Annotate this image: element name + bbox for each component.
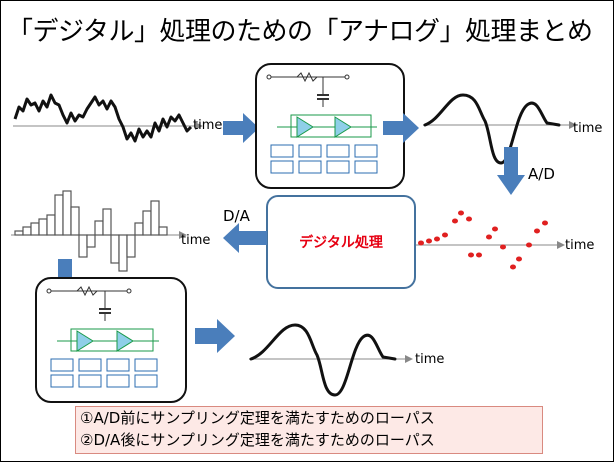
slide-title: 「デジタル」処理のための「アナログ」処理まとめ (7, 17, 593, 47)
summary-note-line-2: ②D/A後にサンプリング定理を満たすためのローパス (80, 431, 435, 449)
axis-label-time-5: time (415, 352, 445, 367)
lowpass-circuit-bottom (35, 277, 187, 403)
reconstructed-analog-signal (249, 323, 413, 397)
axis-label-time-2: time (573, 121, 603, 136)
da-conversion-label: D/A (223, 207, 250, 225)
ad-conversion-label: A/D (528, 165, 555, 183)
axis-label-time-3: time (565, 238, 595, 253)
filtered-analog-signal (423, 93, 577, 165)
noisy-analog-signal (13, 93, 203, 143)
digital-processing-box: デジタル処理 (266, 195, 416, 289)
lowpass-circuit-top (255, 63, 405, 189)
arrow-right-icon-3 (195, 319, 235, 353)
arrow-right-icon (223, 113, 259, 143)
axis-label-time: time (193, 118, 223, 133)
sampled-signal-dots (415, 210, 565, 270)
axis-label-time-4: time (181, 233, 211, 248)
arrow-left-icon (223, 223, 267, 253)
summary-note-line-1: ①A/D前にサンプリング定理を満たすためのローパス (80, 409, 435, 427)
arrow-down-icon (497, 147, 525, 195)
arrow-right-icon-2 (383, 113, 419, 143)
summary-note-box: ①A/D前にサンプリング定理を満たすためのローパス ②D/A後にサンプリング定理… (75, 406, 543, 454)
digital-processing-label: デジタル処理 (299, 235, 383, 251)
staircase-signal (11, 190, 187, 272)
